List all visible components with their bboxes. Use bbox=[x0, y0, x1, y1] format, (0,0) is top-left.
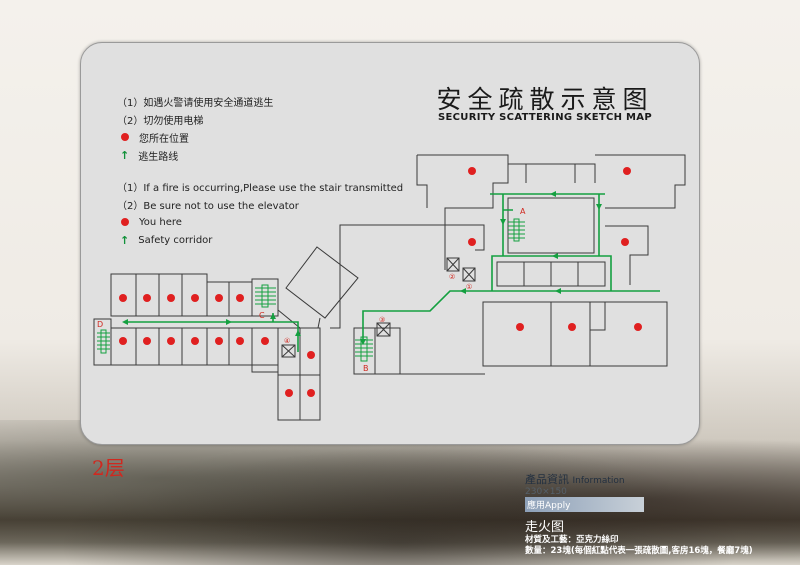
legend-chinese: （1）如遇火警请使用安全通道逃生 （2）切勿使用电梯 您所在位置 ↑ 逃生路线 bbox=[117, 92, 273, 164]
legend-item: （1）如遇火警请使用安全通道逃生 bbox=[117, 97, 274, 109]
elevator-label-3: ③ bbox=[379, 316, 385, 324]
location-dot-icon bbox=[121, 218, 129, 226]
you-here-dot bbox=[621, 238, 629, 246]
legend-item: ↑ Safety corridor bbox=[117, 231, 403, 249]
you-here-dot bbox=[623, 167, 631, 175]
info-quantity: 數量：23塊(每個紅點代表一張疏散圖,客房16塊，餐廳7塊) bbox=[525, 546, 753, 556]
legend-item: ↑ 逃生路线 bbox=[117, 146, 273, 164]
legend-label: You here bbox=[139, 216, 182, 228]
you-here-dot bbox=[468, 167, 476, 175]
you-here-dot bbox=[307, 389, 315, 397]
location-dot-icon bbox=[121, 133, 129, 141]
legend-item: （1）If a fire is occurring,Please use the… bbox=[117, 182, 404, 194]
stair-label-d: D bbox=[97, 320, 103, 329]
map-title: 安全疏散示意图 bbox=[436, 85, 654, 114]
stair-label-b: B bbox=[363, 364, 369, 373]
legend-label: 逃生路线 bbox=[138, 151, 179, 163]
you-here-dot bbox=[468, 238, 476, 246]
you-here-dot bbox=[191, 294, 199, 302]
you-here-dot bbox=[236, 294, 244, 302]
you-here-dot bbox=[516, 323, 524, 331]
you-here-dot bbox=[285, 389, 293, 397]
you-here-dot bbox=[568, 323, 576, 331]
stair-labels: A B C D bbox=[97, 207, 526, 373]
escape-routes bbox=[125, 193, 660, 352]
info-size: 230×150 bbox=[525, 487, 567, 497]
you-here-dot bbox=[215, 294, 223, 302]
legend-item: （2）Be sure not to use the elevator bbox=[117, 200, 299, 212]
walls bbox=[93, 154, 686, 421]
you-here-dot bbox=[634, 323, 642, 331]
info-heading: 產品資訊 bbox=[525, 473, 569, 486]
stair-label-a: A bbox=[520, 207, 526, 216]
legend-item: 您所在位置 bbox=[117, 128, 273, 146]
you-here-dot bbox=[143, 337, 151, 345]
evacuation-map-panel bbox=[80, 42, 700, 445]
elevator-label-4: ④ bbox=[284, 337, 290, 345]
floor-label: 2层 bbox=[92, 456, 125, 480]
legend-label: Safety corridor bbox=[138, 234, 213, 246]
you-here-dot bbox=[167, 294, 175, 302]
stair-label-c: C bbox=[259, 311, 265, 320]
route-arrows bbox=[122, 191, 602, 345]
you-here-dot bbox=[191, 337, 199, 345]
map-subtitle: SECURITY SCATTERING SKETCH MAP bbox=[438, 112, 652, 123]
you-here-dot bbox=[167, 337, 175, 345]
legend-item: （2）切勿使用电梯 bbox=[117, 115, 204, 127]
legend-english: （1）If a fire is occurring,Please use the… bbox=[117, 177, 403, 249]
info-name: 走火图 bbox=[525, 520, 565, 535]
you-here-dot bbox=[236, 337, 244, 345]
elevator-label-2: ② bbox=[449, 273, 455, 281]
info-heading-en: Information bbox=[572, 476, 625, 486]
green-arrow-icon: ↑ bbox=[120, 233, 130, 247]
elevator-label-1: ① bbox=[466, 283, 472, 291]
you-here-dot bbox=[261, 337, 269, 345]
stairs bbox=[97, 218, 525, 362]
legend-item: You here bbox=[117, 213, 403, 231]
legend-label: 您所在位置 bbox=[139, 133, 189, 145]
you-here-dot bbox=[307, 351, 315, 359]
you-here-dot bbox=[215, 337, 223, 345]
you-here-markers bbox=[119, 167, 642, 397]
you-here-dot bbox=[119, 294, 127, 302]
product-info: 產品資訊 Information 230×150 應用Apply 走火图 材質及… bbox=[525, 471, 753, 557]
elevator-labels: ① ② ③ ④ bbox=[284, 273, 472, 345]
you-here-dot bbox=[143, 294, 151, 302]
info-apply: 應用Apply bbox=[525, 497, 644, 512]
you-here-dot bbox=[119, 337, 127, 345]
info-material: 材質及工藝：亞克力絲印 bbox=[525, 535, 619, 545]
green-arrow-icon: ↑ bbox=[120, 148, 130, 162]
